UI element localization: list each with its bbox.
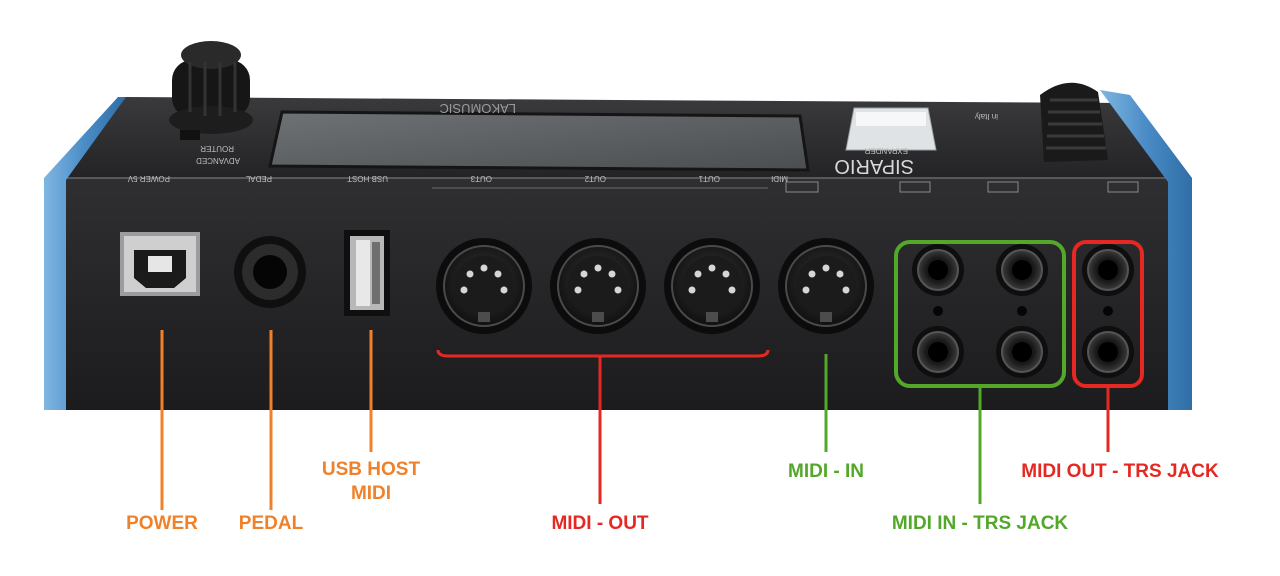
rotary-knob[interactable] [169, 41, 253, 140]
midi-out-trs-label: MIDI OUT - TRS JACK [1021, 461, 1219, 482]
product-sub: EXPANDER [864, 146, 908, 155]
power-label: POWER [126, 513, 198, 534]
midi-out-2-connector[interactable] [550, 238, 646, 334]
product-logo: SIPARIO [834, 155, 914, 177]
pedal-jack[interactable] [234, 236, 306, 308]
midi-out-3-connector[interactable] [436, 238, 532, 334]
label-out2: OUT2 [584, 174, 606, 183]
label-router: ROUTER [200, 144, 234, 153]
brand-logo: LAKOMUSIC [439, 101, 516, 116]
label-usb-host: USB HOST [347, 174, 388, 183]
status-led-2 [1017, 306, 1027, 316]
midi-in-trs-jack-2[interactable] [996, 244, 1048, 296]
midi-out-label: MIDI - OUT [551, 513, 649, 534]
midi-out-bracket [436, 349, 770, 358]
clear-button[interactable] [845, 107, 937, 151]
label-out3: OUT3 [470, 174, 492, 183]
display-screen [268, 110, 810, 172]
usb-host-label-line2: MIDI [350, 483, 392, 504]
label-power-5v: POWER 5V [127, 174, 170, 183]
label-out1: OUT1 [698, 174, 720, 183]
midi-out-trs-jack-2[interactable] [1082, 326, 1134, 378]
midi-in-trs-jack-4[interactable] [996, 326, 1048, 378]
midi-in-trs-label: MIDI IN - TRS JACK [891, 513, 1069, 534]
label-midi: MIDI [771, 174, 788, 183]
label-pedal: PEDAL [245, 174, 272, 183]
status-led-1 [933, 306, 943, 316]
left-end-cap [44, 97, 126, 410]
usb-a-host-port[interactable] [344, 230, 390, 316]
midi-out-trs-jack-1[interactable] [1082, 244, 1134, 296]
midi-out-1-connector[interactable] [664, 238, 760, 334]
usb-host-midi-label: USB HOST MIDI [301, 458, 441, 506]
right-end-cap [1100, 90, 1192, 410]
status-led-3 [1103, 306, 1113, 316]
midi-in-trs-jack-3[interactable] [912, 326, 964, 378]
midi-in-din-connector[interactable] [778, 238, 874, 334]
data-wheel[interactable] [1040, 82, 1108, 162]
midi-in-label: MIDI - IN [788, 461, 864, 482]
usb-b-power-port[interactable] [120, 232, 200, 296]
midi-in-trs-jack-1[interactable] [912, 244, 964, 296]
label-advanced: ADVANCED [196, 156, 240, 165]
usb-host-label-line1: USB HOST [321, 459, 421, 480]
label-made-in-italy: in Italy [975, 112, 998, 121]
pedal-label: PEDAL [238, 513, 304, 534]
